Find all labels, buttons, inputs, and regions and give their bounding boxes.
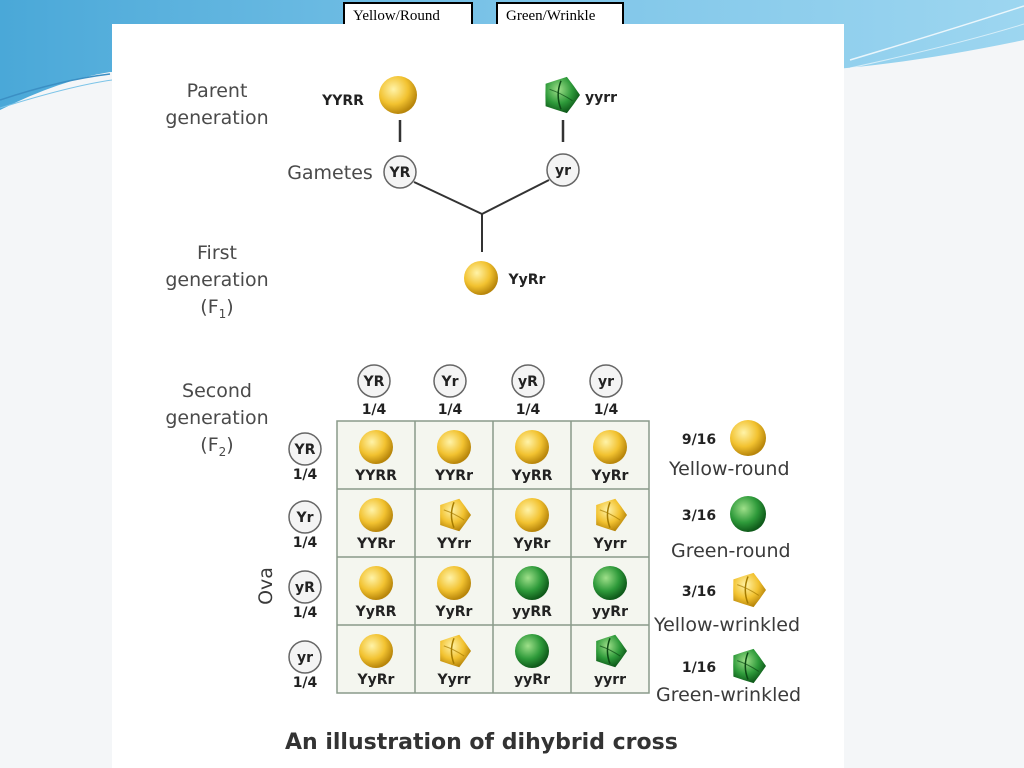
cell-pea-yyrr bbox=[593, 430, 627, 464]
cell-pea-yyrr bbox=[359, 498, 393, 532]
svg-text:Yr: Yr bbox=[295, 510, 313, 526]
legend-label-yellow-wrinkled: Yellow-wrinkled bbox=[654, 614, 801, 636]
cell-pea-yyrr bbox=[359, 634, 393, 668]
legend-pea-green-round bbox=[730, 496, 766, 532]
cell-genotype: yyrr bbox=[594, 672, 626, 688]
legend-pea-green-wrinkled bbox=[733, 648, 766, 684]
cell-pea-yyrr bbox=[596, 498, 627, 532]
legend-fraction-3: 1/16 bbox=[682, 660, 716, 676]
cell-genotype: Yyrr bbox=[592, 536, 626, 552]
svg-text:Yr: Yr bbox=[440, 374, 458, 390]
pollen-fraction-1: 1/4 bbox=[438, 402, 463, 418]
pollen-YR-bubble: YR bbox=[357, 364, 391, 398]
gametes-label: Gametes bbox=[287, 162, 373, 184]
svg-text:yr: yr bbox=[598, 374, 614, 390]
pollen-fraction-0: 1/4 bbox=[362, 402, 387, 418]
cell-genotype: YyRr bbox=[513, 536, 551, 552]
cell-pea-yyrr bbox=[440, 634, 471, 668]
cell-genotype: YyRr bbox=[357, 672, 395, 688]
pollen-yR-bubble: yR bbox=[511, 364, 545, 398]
pollen-fraction-3: 1/4 bbox=[594, 402, 619, 418]
svg-text:YR: YR bbox=[294, 442, 316, 458]
cell-pea-yyrr bbox=[440, 498, 471, 532]
cell-pea-yyrr bbox=[437, 430, 471, 464]
legend-fraction-2: 3/16 bbox=[682, 584, 716, 600]
cell-genotype: yyRr bbox=[514, 672, 550, 688]
svg-text:YR: YR bbox=[363, 374, 385, 390]
cell-pea-yyrr bbox=[596, 634, 627, 668]
gamete-left-bubble: YR bbox=[383, 155, 417, 189]
svg-text:yR: yR bbox=[518, 374, 538, 390]
legend-label-green-round: Green-round bbox=[671, 540, 791, 562]
cell-pea-yyrr bbox=[515, 498, 549, 532]
ova-fraction-1: 1/4 bbox=[293, 535, 318, 551]
pollen-fraction-2: 1/4 bbox=[516, 402, 541, 418]
svg-text:yr: yr bbox=[555, 163, 571, 179]
ova-fraction-2: 1/4 bbox=[293, 605, 318, 621]
legend-fraction-1: 3/16 bbox=[682, 508, 716, 524]
cell-genotype: YYRr bbox=[434, 468, 473, 484]
f1-yellow-round-pea bbox=[464, 261, 498, 295]
diagram-caption: An illustration of dihybrid cross bbox=[285, 730, 678, 755]
cell-pea-yyrr bbox=[515, 634, 549, 668]
legend-pea-yellow-round bbox=[730, 420, 766, 456]
cell-genotype: YyRr bbox=[435, 604, 473, 620]
ova-fraction-3: 1/4 bbox=[293, 675, 318, 691]
cell-pea-yyrr bbox=[359, 430, 393, 464]
cell-pea-yyrr bbox=[437, 566, 471, 600]
f1-genotype: YyRr bbox=[508, 272, 546, 288]
cell-genotype: YYrr bbox=[436, 536, 471, 552]
gamete-right-line bbox=[481, 179, 550, 215]
ova-fraction-0: 1/4 bbox=[293, 467, 318, 483]
cell-pea-yyrr bbox=[515, 430, 549, 464]
ova-yr-bubble: yr bbox=[288, 640, 322, 674]
svg-text:yr: yr bbox=[297, 650, 313, 666]
cell-pea-yyrr bbox=[593, 566, 627, 600]
cell-genotype: YYRr bbox=[356, 536, 395, 552]
pollen-Yr-bubble: Yr bbox=[433, 364, 467, 398]
cell-genotype: YyRr bbox=[591, 468, 629, 484]
legend-label-yellow-round: Yellow-round bbox=[669, 458, 790, 480]
parent-green-wrinkled-pea bbox=[545, 76, 580, 114]
svg-text:yR: yR bbox=[295, 580, 315, 596]
legend-fraction-0: 9/16 bbox=[682, 432, 716, 448]
cell-genotype: YyRR bbox=[355, 604, 397, 620]
ova-YR-bubble: YR bbox=[288, 432, 322, 466]
ova-yR-bubble: yR bbox=[288, 570, 322, 604]
gamete-left-line bbox=[413, 181, 483, 215]
pollen-yr-bubble: yr bbox=[589, 364, 623, 398]
parent-yellow-round-pea bbox=[379, 76, 417, 114]
legend-pea-yellow-wrinkled bbox=[733, 572, 766, 608]
cell-genotype: yyRr bbox=[592, 604, 628, 620]
ova-Yr-bubble: Yr bbox=[288, 500, 322, 534]
svg-text:YR: YR bbox=[389, 165, 411, 181]
ova-label: Ova bbox=[255, 567, 277, 605]
cell-genotype: yyRR bbox=[512, 604, 552, 620]
legend-label-green-wrinkled: Green-wrinkled bbox=[656, 684, 802, 706]
cell-genotype: Yyrr bbox=[436, 672, 470, 688]
cell-genotype: YyRR bbox=[511, 468, 553, 484]
gamete-right-bubble: yr bbox=[546, 153, 580, 187]
parent-right-genotype: yyrr bbox=[585, 90, 617, 106]
cell-pea-yyrr bbox=[359, 566, 393, 600]
cell-genotype: YYRR bbox=[354, 468, 397, 484]
parent-left-genotype: YYRR bbox=[321, 93, 364, 109]
cell-pea-yyrr bbox=[515, 566, 549, 600]
